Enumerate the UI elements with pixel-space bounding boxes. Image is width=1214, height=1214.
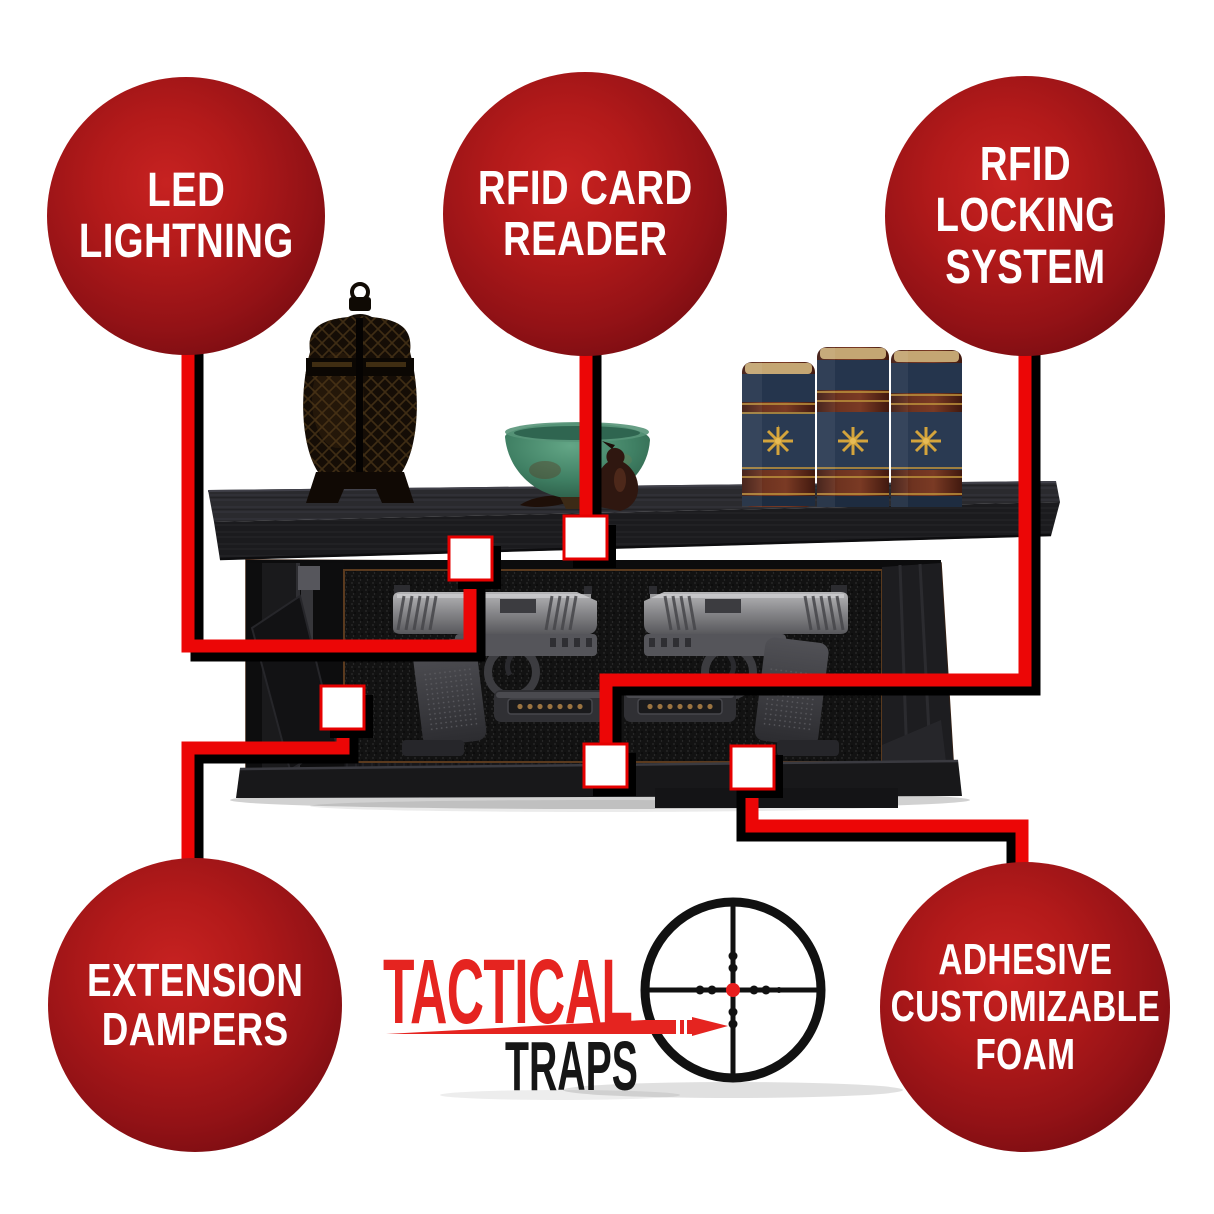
- marker-rfid-locking: [582, 742, 629, 789]
- badge-rfid-card-reader-label: RFID CARD READER: [477, 161, 693, 266]
- badge-adhesive-customizable-foam-label: ADHESIVE CUSTOMIZABLE FOAM: [890, 935, 1160, 1079]
- badge-rfid-locking-system-label: RFID LOCKING SYSTEM: [935, 137, 1115, 294]
- callout-markers: [319, 514, 783, 798]
- badge-led-lighting-label: LED LIGHTNING: [78, 163, 294, 268]
- marker-adhesive-foam: [729, 744, 776, 791]
- badge-extension-dampers: EXTENSION DAMPERS: [48, 858, 342, 1152]
- antique-books: [742, 347, 962, 507]
- badge-extension-dampers-label: EXTENSION DAMPERS: [86, 953, 304, 1055]
- marker-rfid-card: [562, 514, 609, 561]
- brand-name-traps: TRAPS: [505, 1027, 638, 1105]
- badge-led-lighting: LED LIGHTNING: [47, 77, 325, 355]
- badge-rfid-card-reader: RFID CARD READER: [443, 72, 727, 356]
- bullet-streak-icon: [386, 1017, 728, 1036]
- bird-figurine: [596, 441, 639, 511]
- marker-led: [447, 535, 494, 582]
- logo-graphics: [386, 897, 903, 1100]
- brand-name-tactical: TACTICAL: [383, 941, 633, 1043]
- badge-rfid-locking-system: RFID LOCKING SYSTEM: [885, 76, 1165, 356]
- badge-adhesive-customizable-foam: ADHESIVE CUSTOMIZABLE FOAM: [880, 862, 1170, 1152]
- marker-extension-dampers: [319, 684, 366, 731]
- rifle-scope-reticle-icon: [640, 897, 826, 1083]
- lantern-decoration: [303, 282, 417, 503]
